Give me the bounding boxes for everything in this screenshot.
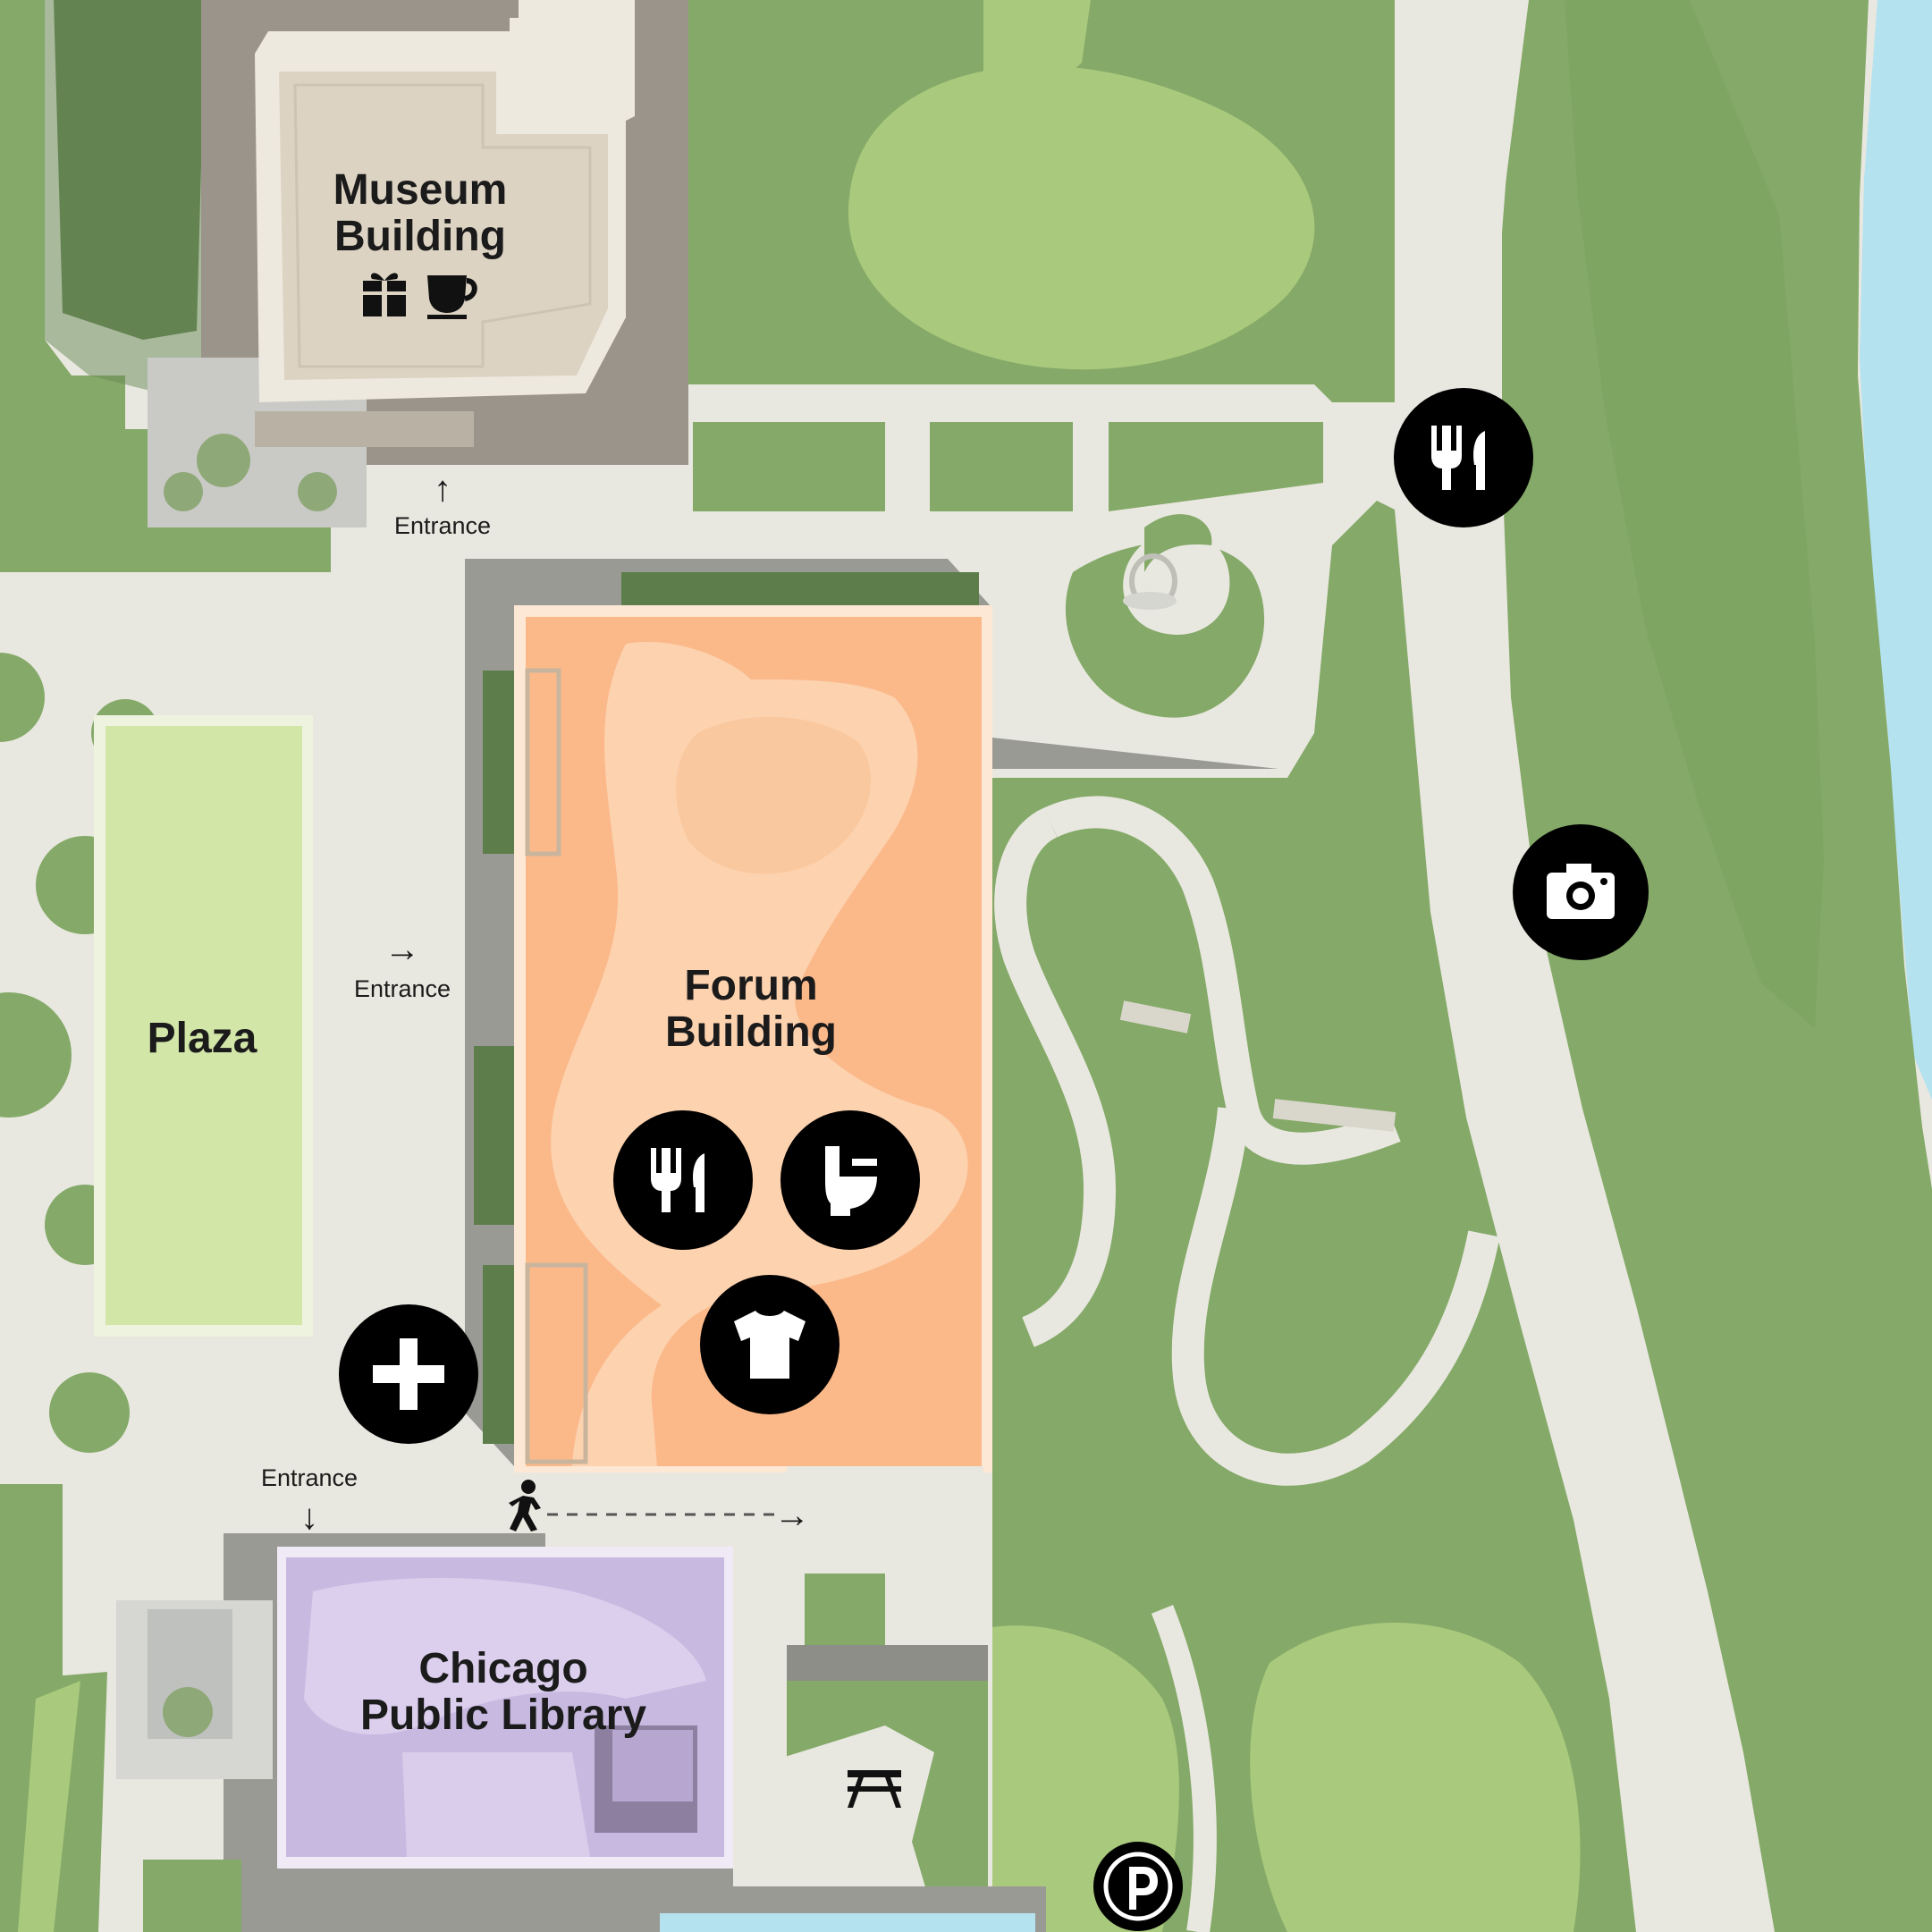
museum-base-texture bbox=[255, 411, 474, 447]
library-south-lawn bbox=[143, 1860, 241, 1932]
library-entrance-arrow: ↓ bbox=[300, 1498, 318, 1537]
forum-skylight-1 bbox=[525, 668, 561, 856]
south-lawn-hill bbox=[1250, 1623, 1581, 1932]
library-planter bbox=[163, 1687, 213, 1737]
museum-entrance-label: Entrance bbox=[394, 512, 491, 539]
west-lawn-bottom bbox=[0, 1484, 63, 1699]
bridge-1 bbox=[1119, 1000, 1192, 1033]
tree-west-5 bbox=[49, 1372, 130, 1453]
museum-building-label-line2: Building bbox=[334, 213, 506, 260]
central-park-lawn bbox=[992, 501, 1636, 1932]
south-lawn-small bbox=[805, 1573, 885, 1645]
south-lawn-path bbox=[1151, 1605, 1217, 1932]
plaza-label: Plaza bbox=[148, 1015, 257, 1062]
coffee-cup-icon bbox=[427, 275, 477, 319]
north-lawn-hill-top bbox=[983, 0, 1091, 89]
plaza bbox=[105, 726, 302, 1325]
forum-side-lawn-3 bbox=[483, 1265, 519, 1444]
forum-building-label-line2: Building bbox=[665, 1008, 837, 1056]
west-lawn-bottom-light bbox=[18, 1681, 80, 1932]
library-roof-lower bbox=[402, 1752, 590, 1857]
park-east-lawn bbox=[1493, 0, 1932, 1932]
camera-icon[interactable] bbox=[1513, 824, 1649, 960]
pedestrian-icon bbox=[509, 1480, 541, 1531]
forum-entrance-label: Entrance bbox=[354, 975, 451, 1002]
forum-building-label-line1: Forum bbox=[684, 962, 817, 1009]
restaurant-icon[interactable] bbox=[1394, 388, 1533, 527]
central-loop-path bbox=[994, 807, 1117, 1347]
central-loop-path-3 bbox=[1171, 1107, 1500, 1486]
tree-west-1 bbox=[0, 653, 45, 742]
park-east-lawn-inner bbox=[1565, 0, 1824, 1028]
forum-roof-path bbox=[551, 642, 968, 1466]
forum-restaurant-icon[interactable] bbox=[613, 1110, 753, 1250]
museum-planter-1 bbox=[164, 472, 203, 511]
museum-entrance-arrow: ↑ bbox=[434, 469, 451, 509]
bridge-2 bbox=[1272, 1099, 1396, 1132]
library-court-inner bbox=[612, 1730, 693, 1801]
central-loop-path-2 bbox=[1043, 796, 1401, 1165]
sculpture-icon bbox=[1123, 553, 1177, 610]
forum-skylight-2 bbox=[525, 1262, 588, 1464]
walking-route-arrow: → bbox=[774, 1496, 810, 1535]
lake-water bbox=[1860, 0, 1932, 1100]
library-label-line2: Public Library bbox=[360, 1692, 646, 1739]
library-label-line1: Chicago bbox=[418, 1645, 587, 1692]
north-lawn-strip-2 bbox=[930, 422, 1073, 511]
museum-inner-outline bbox=[293, 83, 592, 368]
north-lawn-strip-1 bbox=[693, 422, 885, 511]
south-pool bbox=[660, 1913, 1035, 1932]
forum-roof-strip bbox=[621, 572, 979, 610]
museum-building-label-line1: Museum bbox=[333, 166, 508, 214]
picnic-table-icon bbox=[848, 1770, 901, 1808]
tree-west-3 bbox=[0, 992, 72, 1118]
library-roof-path bbox=[304, 1578, 706, 1734]
forum-roof-dip bbox=[676, 716, 872, 874]
west-lawn-shadow bbox=[45, 0, 215, 393]
restroom-icon[interactable] bbox=[780, 1110, 920, 1250]
north-lawn-strip-3 bbox=[1109, 422, 1323, 511]
forum-side-lawn-2 bbox=[474, 1046, 514, 1225]
museum-planter-2 bbox=[298, 472, 337, 511]
south-shadow bbox=[787, 1645, 988, 1681]
museum-planter-3 bbox=[197, 434, 250, 487]
west-lawn-top bbox=[0, 0, 125, 572]
first-aid-icon[interactable] bbox=[339, 1304, 478, 1444]
gift-icon bbox=[363, 273, 406, 316]
library-entrance-label: Entrance bbox=[261, 1464, 358, 1491]
north-lawn-hill bbox=[848, 65, 1315, 370]
forum-east-walkway bbox=[992, 738, 1278, 769]
forum-entrance-arrow: → bbox=[384, 930, 420, 969]
sculpture-lawn-curve bbox=[1144, 514, 1212, 572]
parking-icon[interactable] bbox=[1093, 1842, 1183, 1931]
gift-shop-shirt-icon[interactable] bbox=[700, 1275, 839, 1414]
